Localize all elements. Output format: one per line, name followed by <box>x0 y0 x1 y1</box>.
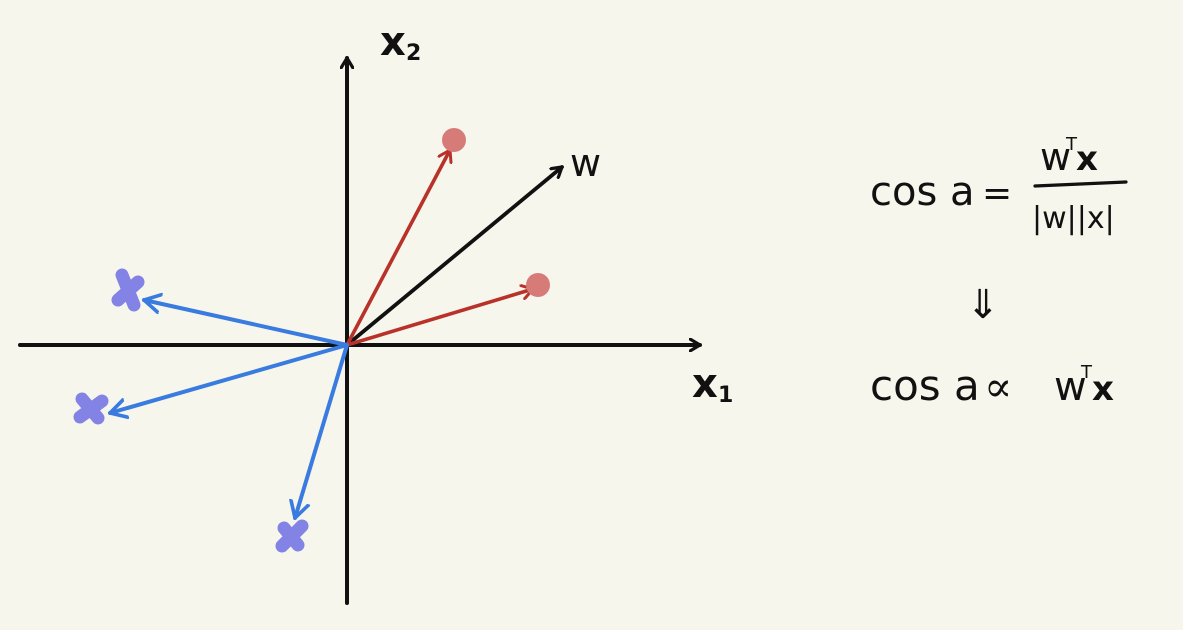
y-axis-label-sub: 2 <box>406 41 421 66</box>
formula: cos a = w T x |w||x| ⇓ cos a ∝ w T x <box>870 134 1128 411</box>
formula-lhs: cos a <box>870 169 975 215</box>
formula-fraction-bar <box>1033 180 1128 188</box>
formula-numerator-tail: x <box>1076 139 1098 179</box>
positive-vectors <box>345 128 550 347</box>
y-axis-label-base: x <box>380 19 406 65</box>
weight-vector-line <box>345 165 564 347</box>
formula-result-lhs: cos a <box>870 361 980 410</box>
x-axis-label-sub: 1 <box>718 383 733 408</box>
formula-denominator: |w||x| <box>1032 201 1115 236</box>
weight-vector-label: w <box>570 141 601 185</box>
negative-cross-3 <box>275 519 309 553</box>
formula-equals: = <box>982 173 1012 214</box>
formula-implies-arrow: ⇓ <box>966 282 1000 328</box>
x-axis-label: x 1 <box>692 361 733 408</box>
positive-vector-1 <box>345 148 450 347</box>
formula-result-base: w <box>1054 364 1087 410</box>
negative-vector-1 <box>142 300 349 347</box>
weight-vector: w <box>345 141 601 347</box>
x-axis-label-base: x <box>692 361 718 407</box>
positive-point-1 <box>442 128 466 152</box>
formula-numerator-base: w <box>1040 135 1071 179</box>
negative-vector-2 <box>108 343 349 413</box>
y-axis-label: x 2 <box>380 19 421 66</box>
formula-result-tail: x <box>1092 369 1114 409</box>
negative-vector-3 <box>295 343 349 520</box>
axes <box>18 56 702 605</box>
positive-vector-2 <box>345 289 535 347</box>
positive-point-2 <box>526 273 550 297</box>
formula-result-rhs: w T x <box>1054 362 1114 410</box>
negative-vectors <box>73 268 349 553</box>
negative-cross-1 <box>111 268 145 312</box>
formula-numerator: w T x <box>1040 134 1098 179</box>
formula-result-sup: T <box>1080 362 1093 383</box>
formula-numerator-sup: T <box>1065 134 1078 155</box>
negative-cross-2 <box>73 392 109 425</box>
formula-proportional-symbol: ∝ <box>984 362 1012 411</box>
